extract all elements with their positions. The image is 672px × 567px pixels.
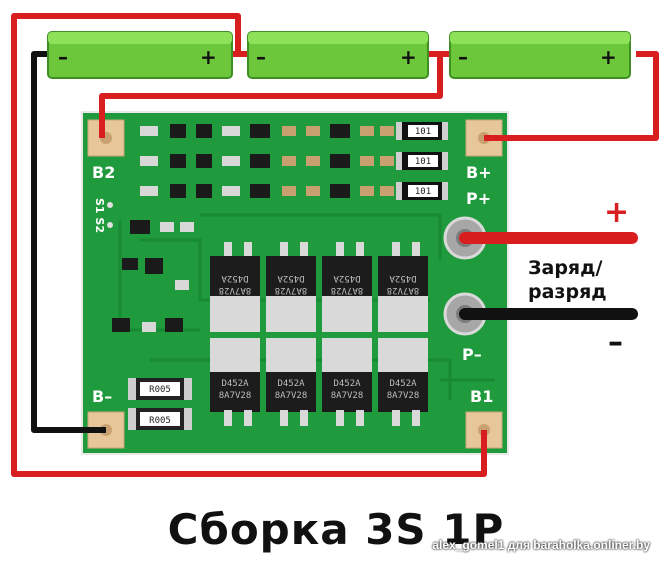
battery-negative-sign: –	[58, 45, 68, 69]
mosfet-code: 8A7V28	[387, 391, 420, 401]
mosfet: D452A 8A7V28	[210, 242, 260, 332]
wire-bplus	[484, 51, 659, 141]
battery-cell-2: – +	[247, 31, 429, 79]
shunt-code: R005	[149, 416, 171, 426]
charge-discharge-label-line1: Заряд/	[528, 257, 602, 279]
mosfet: D452A 8A7V28	[378, 242, 428, 332]
resistor-code: 101	[415, 187, 431, 197]
resistor-2: 101	[396, 152, 448, 170]
mosfet-code: D452A	[221, 379, 249, 389]
mosfet: D452A 8A7V28	[266, 338, 316, 426]
battery-negative-sign: –	[458, 45, 468, 69]
label-s1s2: S1 S2	[93, 198, 106, 233]
pad-b2	[87, 119, 125, 157]
label-bminus: B–	[92, 387, 112, 406]
label-b1: B1	[470, 387, 493, 406]
charge-discharge-label-line2: разряд	[528, 281, 607, 303]
current-shunts: R005 R005	[128, 378, 192, 430]
caption-title: Сборка 3S 1P	[167, 505, 505, 554]
battery-positive-sign: +	[400, 45, 417, 69]
mosfet-code: D452A	[277, 379, 305, 389]
mosfet-code: D452A	[333, 379, 361, 389]
mosfet-code: D452A	[389, 273, 417, 283]
balance-resistors: 101 101 101	[396, 122, 448, 200]
mosfet-row-top: D452A 8A7V28 D452A 8A7V28 D452A 8A7V28 D…	[210, 242, 428, 332]
battery-negative-sign: –	[256, 45, 266, 69]
mosfet-code: D452A	[389, 379, 417, 389]
mosfet-code: D452A	[277, 273, 305, 283]
mosfet-code: 8A7V28	[331, 391, 364, 401]
battery-cell-3: – +	[449, 31, 631, 79]
shunt-code: R005	[149, 385, 171, 395]
mosfet-code: 8A7V28	[219, 391, 252, 401]
mosfet-code: D452A	[333, 273, 361, 283]
resistor-code: 101	[415, 127, 431, 137]
resistor-code: 101	[415, 157, 431, 167]
mosfet-code: 8A7V28	[387, 285, 420, 295]
mosfet-code: 8A7V28	[331, 285, 364, 295]
battery-positive-sign: +	[200, 45, 217, 69]
mosfet: D452A 8A7V28	[322, 338, 372, 426]
output-plus-sign: +	[604, 195, 629, 230]
resistor-1: 101	[396, 122, 448, 140]
label-pminus: P–	[462, 345, 482, 364]
component-row-1	[140, 124, 394, 138]
mosfet-code: 8A7V28	[275, 391, 308, 401]
component-row-2	[140, 154, 394, 168]
mosfet-code: 8A7V28	[219, 285, 252, 295]
wire-b2	[99, 54, 443, 138]
output-minus-sign: –	[608, 325, 623, 360]
watermark: alex_gomel1 для baraholka.onliner.by	[432, 538, 650, 552]
label-bplus: B+	[466, 163, 492, 182]
mosfet: D452A 8A7V28	[266, 242, 316, 332]
battery-cell-1: – +	[47, 31, 233, 79]
mosfet-code: D452A	[221, 273, 249, 283]
mosfet-code: 8A7V28	[275, 285, 308, 295]
mosfet: D452A 8A7V28	[322, 242, 372, 332]
wire-b1-to-battery-junction	[11, 13, 487, 477]
component-row-3	[140, 184, 394, 198]
wires	[11, 13, 659, 477]
wire-bminus	[31, 51, 106, 433]
mosfet: D452A 8A7V28	[378, 338, 428, 426]
mosfet: D452A 8A7V28	[210, 338, 260, 426]
mosfet-row-bottom: D452A 8A7V28 D452A 8A7V28 D452A 8A7V28 D…	[210, 338, 428, 426]
label-pplus: P+	[466, 189, 491, 208]
label-b2: B2	[92, 163, 115, 182]
resistor-3: 101	[396, 182, 448, 200]
balancer-components	[107, 124, 394, 332]
battery-positive-sign: +	[600, 45, 617, 69]
